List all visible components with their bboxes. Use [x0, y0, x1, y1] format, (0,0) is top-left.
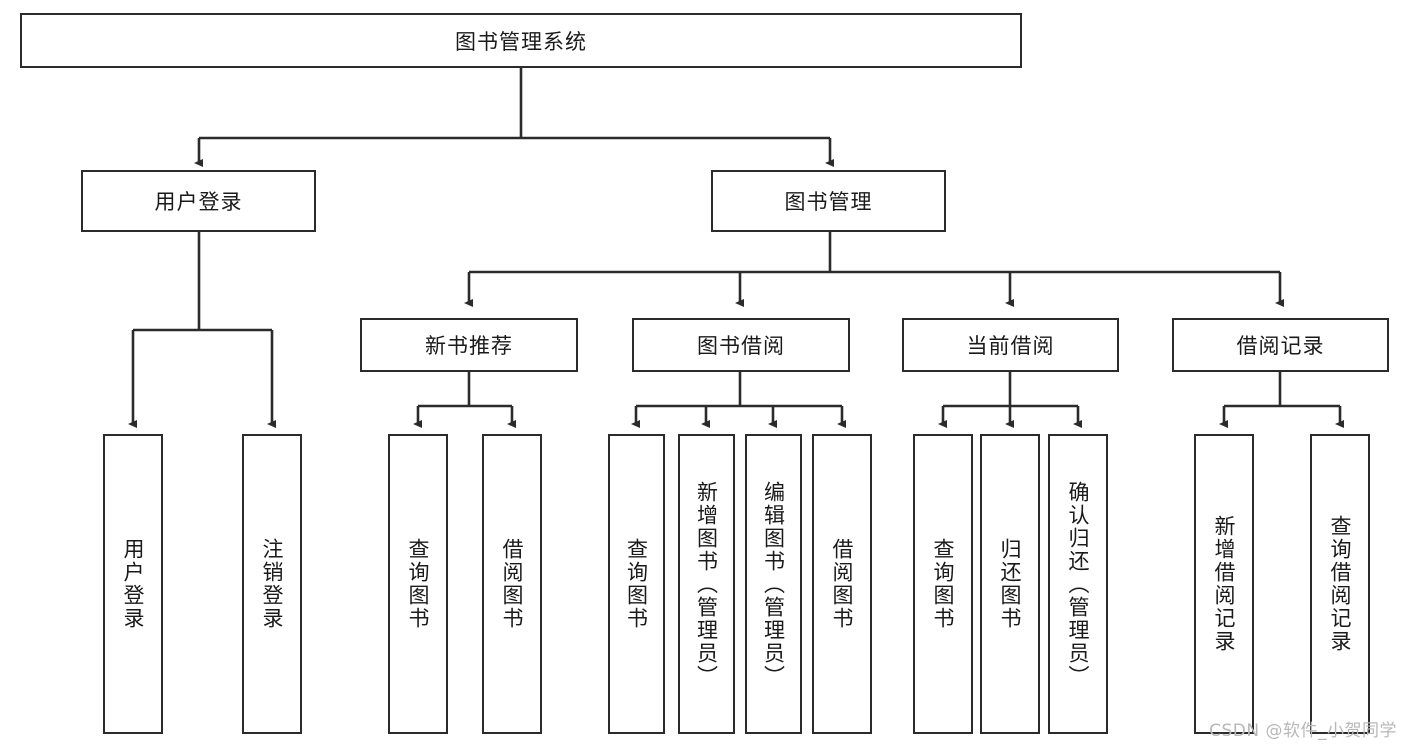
leaf-book-borrow-add[interactable]: 新增图书（管理员） — [678, 434, 735, 734]
leaf-current-borrow-return[interactable]: 归还图书 — [980, 434, 1040, 734]
leaf-new-book-query[interactable]: 查询图书 — [388, 434, 448, 734]
node-root-label: 图书管理系统 — [455, 29, 587, 54]
node-book-management-label: 图书管理 — [784, 190, 873, 214]
node-user-login[interactable]: 用户登录 — [81, 170, 316, 232]
node-current-borrow[interactable]: 当前借阅 — [902, 318, 1119, 372]
node-book-borrow-label: 图书借阅 — [697, 334, 785, 358]
leaf-current-borrow-query[interactable]: 查询图书 — [913, 434, 973, 734]
node-current-borrow-label: 当前借阅 — [966, 334, 1055, 358]
node-borrow-record[interactable]: 借阅记录 — [1172, 318, 1389, 372]
leaf-new-book-query-label: 查询图书 — [406, 538, 431, 630]
node-borrow-record-label: 借阅记录 — [1236, 334, 1325, 358]
node-book-borrow[interactable]: 图书借阅 — [632, 318, 850, 372]
leaf-borrow-record-query[interactable]: 查询借阅记录 — [1310, 434, 1370, 734]
node-user-login-label: 用户登录 — [154, 190, 243, 214]
leaf-borrow-record-query-label: 查询借阅记录 — [1328, 515, 1353, 653]
leaf-book-borrow-lend-label: 借阅图书 — [830, 538, 855, 630]
leaf-book-borrow-edit-label: 编辑图书（管理员） — [761, 480, 786, 688]
leaf-book-borrow-lend[interactable]: 借阅图书 — [812, 434, 872, 734]
leaf-new-book-borrow[interactable]: 借阅图书 — [482, 434, 542, 734]
leaf-user-login-signout[interactable]: 注销登录 — [242, 434, 302, 734]
leaf-book-borrow-add-label: 新增图书（管理员） — [694, 480, 719, 688]
leaf-current-borrow-query-label: 查询图书 — [931, 538, 956, 630]
leaf-book-borrow-edit[interactable]: 编辑图书（管理员） — [745, 434, 802, 734]
leaf-current-borrow-confirm-return[interactable]: 确认归还（管理员） — [1048, 434, 1108, 734]
leaf-current-borrow-return-label: 归还图书 — [998, 538, 1023, 630]
leaf-new-book-borrow-label: 借阅图书 — [500, 538, 525, 630]
leaf-user-login-signin-label: 用户登录 — [121, 538, 146, 630]
node-new-book-recommend[interactable]: 新书推荐 — [360, 318, 578, 372]
node-new-book-recommend-label: 新书推荐 — [425, 334, 513, 358]
leaf-book-borrow-query-label: 查询图书 — [624, 538, 649, 630]
leaf-borrow-record-add[interactable]: 新增借阅记录 — [1194, 434, 1254, 734]
leaf-user-login-signout-label: 注销登录 — [260, 538, 285, 630]
watermark-text: CSDN @软件_小贺同学 — [1209, 721, 1397, 741]
leaf-user-login-signin[interactable]: 用户登录 — [103, 434, 163, 734]
leaf-current-borrow-confirm-return-label: 确认归还（管理员） — [1066, 480, 1091, 688]
leaf-borrow-record-add-label: 新增借阅记录 — [1212, 515, 1237, 653]
node-root[interactable]: 图书管理系统 — [20, 13, 1022, 68]
leaf-book-borrow-query[interactable]: 查询图书 — [608, 434, 665, 734]
node-book-management[interactable]: 图书管理 — [711, 170, 946, 232]
